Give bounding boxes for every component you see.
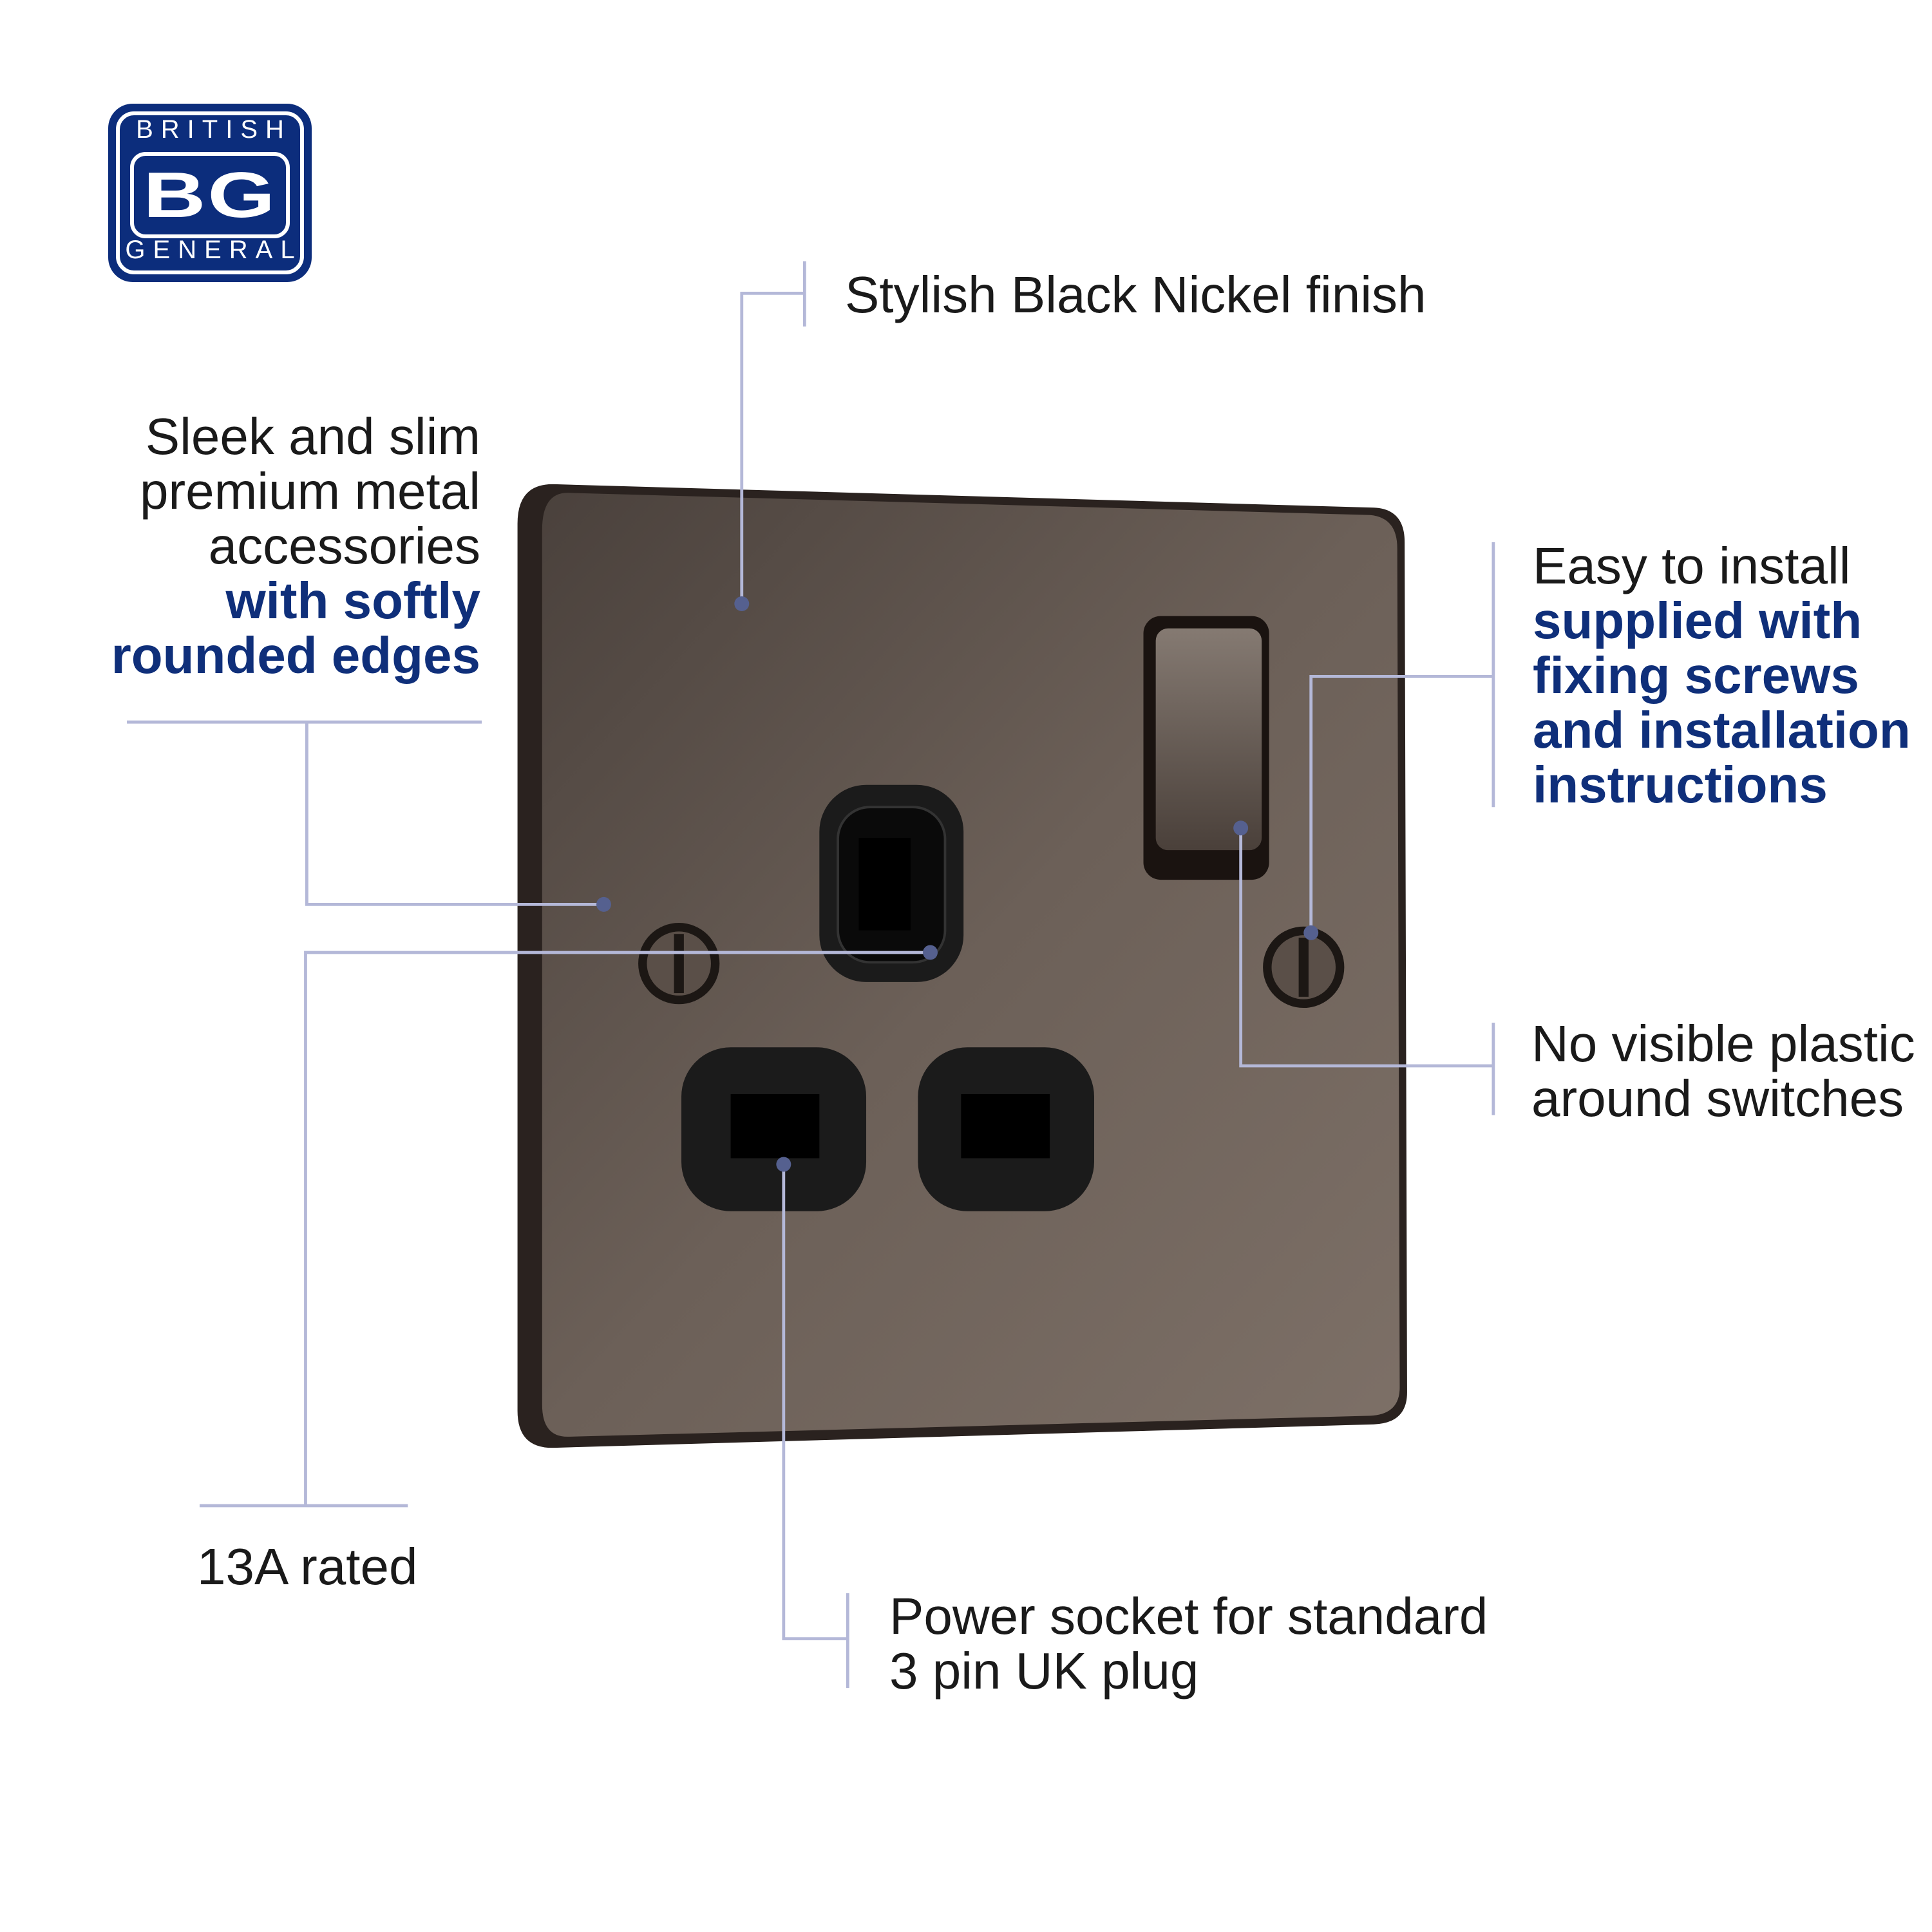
leader-socket — [782, 1164, 849, 1689]
leader-dots — [596, 596, 1319, 1172]
fixing-screw-right — [1263, 926, 1345, 1009]
british-general-logo: BRITISH BG GENERAL — [108, 104, 312, 282]
rocker-switch — [1143, 616, 1269, 880]
fixing-screw-left — [638, 923, 720, 1005]
feature-install: Easy to install supplied with fixing scr… — [1533, 537, 1911, 813]
leader-design — [127, 720, 604, 906]
logo-text-british: BRITISH — [136, 115, 292, 144]
leader-plastic — [1239, 828, 1495, 1115]
live-pin-socket — [681, 1047, 867, 1211]
feature-design: Sleek and slim premium metal accessories… — [111, 408, 480, 684]
logo-text-general: GENERAL — [125, 236, 303, 264]
feature-socket: Power socket for standard 3 pin UK plug — [889, 1587, 1488, 1700]
feature-rating: 13A rated — [197, 1538, 418, 1595]
earth-pin-socket — [819, 784, 964, 982]
feature-finish: Stylish Black Nickel finish — [845, 266, 1426, 323]
feature-plastic: No visible plastic around switches — [1531, 1015, 1915, 1127]
leader-finish — [740, 261, 806, 604]
leader-install — [1309, 542, 1495, 933]
logo-text-bg: BG — [143, 159, 277, 231]
neutral-pin-socket — [918, 1047, 1094, 1211]
leader-lines — [127, 261, 1495, 1689]
leader-rating — [199, 951, 931, 1508]
